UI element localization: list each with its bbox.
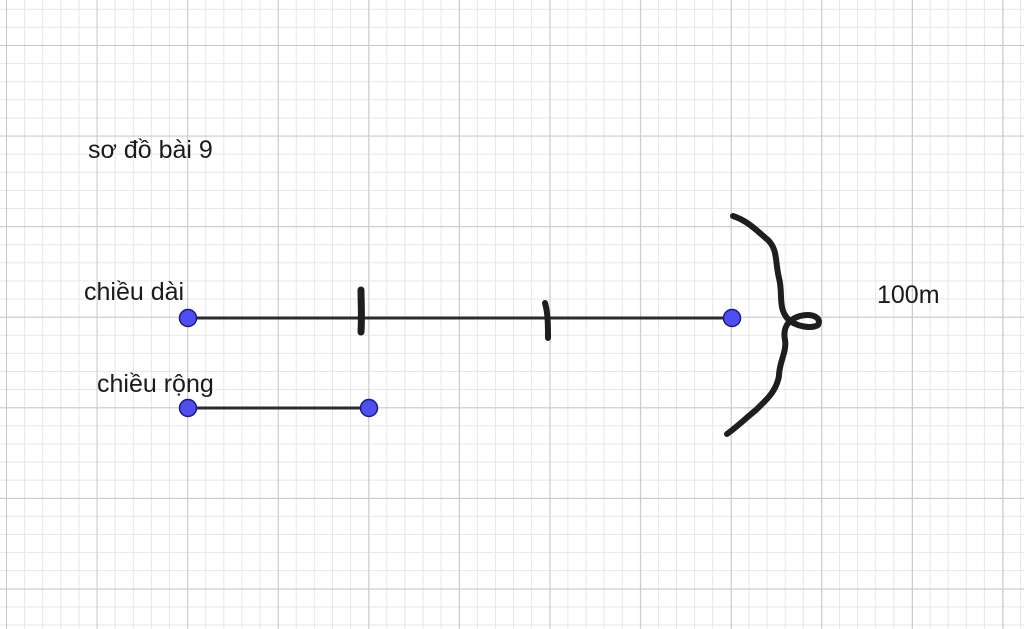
length-label: chiều dài	[84, 278, 185, 306]
total-label: 100m	[877, 281, 940, 309]
curly-brace	[724, 213, 822, 437]
width-end-point[interactable]	[359, 398, 379, 418]
length-end-point[interactable]	[722, 308, 742, 328]
length-tick-mark	[542, 300, 551, 341]
diagram-title: sơ đồ bài 9	[88, 136, 213, 164]
length-start-point[interactable]	[178, 308, 198, 328]
width-start-point[interactable]	[178, 398, 198, 418]
width-label: chiều rộng	[97, 370, 214, 398]
